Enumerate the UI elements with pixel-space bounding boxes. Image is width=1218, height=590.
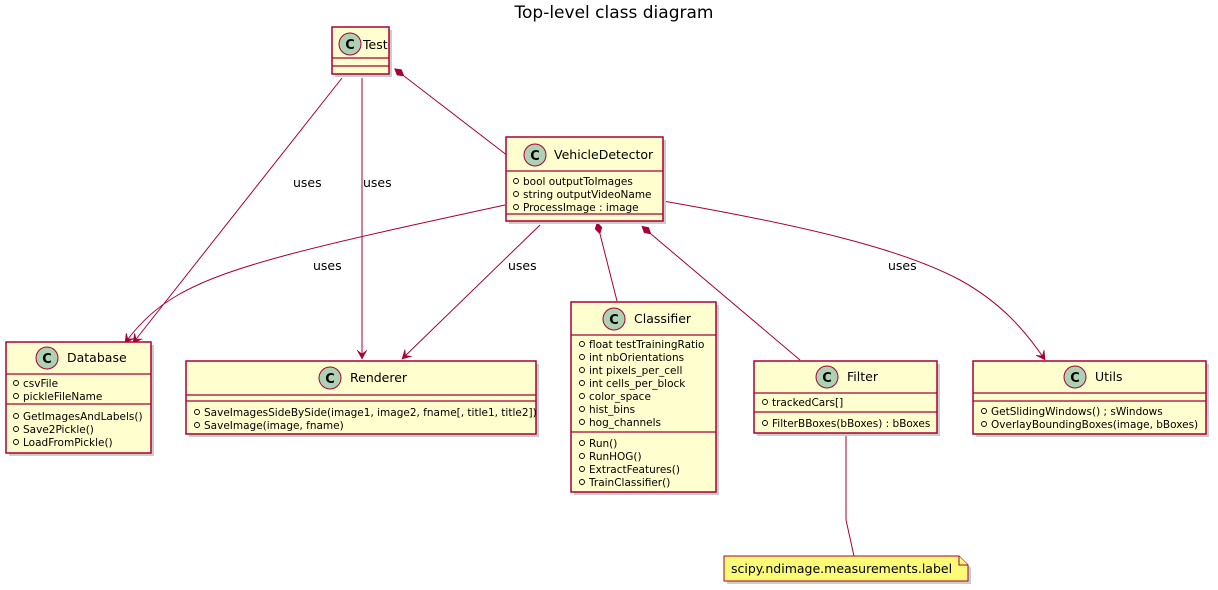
field: bool outputToImages (523, 176, 633, 188)
field: hist_bins (589, 404, 635, 416)
svg-text:C: C (822, 371, 832, 386)
edge-label-test-database: uses (293, 175, 322, 190)
class-name-classifier: Classifier (634, 311, 692, 326)
edge-vehicle-utils (662, 200, 1046, 360)
field: int cells_per_block (589, 378, 686, 390)
method: GetSlidingWindows() ; sWindows (991, 406, 1163, 418)
method: TrainClassifier() (588, 477, 670, 489)
field: string outputVideoName (523, 189, 652, 201)
svg-text:C: C (1070, 371, 1080, 386)
method: Run() (589, 438, 617, 450)
class-classifier[interactable]: C Classifier float testTrainingRatio int… (570, 301, 719, 495)
svg-text:C: C (530, 149, 540, 164)
field: pickleFileName (23, 391, 102, 403)
class-name-renderer: Renderer (350, 370, 408, 385)
field: int nbOrientations (589, 352, 684, 364)
svg-text:C: C (345, 38, 355, 53)
method: LoadFromPickle() (23, 437, 113, 449)
class-name-test: Test (362, 37, 388, 52)
edge-label-vehicle-renderer: uses (508, 258, 537, 273)
method: OverlayBoundingBoxes(image, bBoxes) (991, 419, 1198, 431)
class-test[interactable]: C Test (331, 26, 392, 77)
class-name-vehicledetector: VehicleDetector (554, 147, 654, 162)
field: float testTrainingRatio (589, 339, 704, 351)
method: FilterBBoxes(bBoxes) : bBoxes (772, 418, 930, 430)
svg-text:C: C (42, 352, 52, 367)
class-vehicledetector[interactable]: C VehicleDetector bool outputToImages st… (505, 136, 666, 224)
class-renderer[interactable]: C Renderer SaveImagesSideBySide(image1, … (185, 360, 539, 437)
class-c-icon (338, 32, 362, 56)
class-utils[interactable]: C Utils GetSlidingWindows() ; sWindows O… (972, 360, 1209, 437)
field: color_space (589, 391, 651, 403)
class-name-filter: Filter (847, 369, 879, 384)
svg-text:C: C (609, 313, 619, 328)
note-connector (845, 434, 855, 557)
svg-text:C: C (325, 372, 335, 387)
class-c-icon (1063, 365, 1087, 389)
class-database[interactable]: C Database csvFile pickleFileName GetIma… (5, 341, 154, 456)
class-c-icon (35, 346, 59, 370)
diagram-title: Top-level class diagram (514, 3, 714, 23)
class-filter[interactable]: C Filter trackedCars[] FilterBBoxes(bBox… (753, 360, 940, 436)
method: SaveImage(image, fname) (204, 420, 344, 432)
note-text: scipy.ndimage.measurements.label (731, 561, 952, 576)
field: hog_channels (589, 417, 661, 429)
method: Save2Pickle() (23, 424, 94, 436)
class-name-utils: Utils (1095, 369, 1123, 384)
class-c-icon (815, 365, 839, 389)
field: csvFile (23, 378, 58, 390)
edge-label-test-renderer: uses (363, 175, 392, 190)
edge-vehicle-filter (651, 234, 801, 361)
field: int pixels_per_cell (589, 365, 682, 377)
edge-label-vehicle-utils: uses (888, 258, 917, 273)
method: SaveImagesSideBySide(image1, image2, fna… (204, 407, 537, 419)
field: ProcessImage : image (523, 202, 639, 214)
class-c-icon (523, 143, 547, 167)
edge-vehicle-database (124, 204, 506, 343)
method: ExtractFeatures() (589, 464, 680, 476)
field: trackedCars[] (772, 397, 843, 409)
edge-test-database (132, 77, 343, 343)
edge-vehicle-renderer (402, 224, 541, 360)
edges: uses uses uses uses uses (124, 76, 1046, 557)
class-name-database: Database (67, 350, 127, 365)
edge-vehicle-classifier (600, 234, 618, 302)
edge-label-vehicle-database: uses (313, 258, 342, 273)
method: GetImagesAndLabels() (23, 411, 143, 423)
note-scipy[interactable]: scipy.ndimage.measurements.label (723, 555, 971, 584)
class-c-icon (602, 307, 626, 331)
method: RunHOG() (589, 451, 642, 463)
edge-test-vehicle (404, 76, 509, 157)
class-c-icon (318, 366, 342, 390)
